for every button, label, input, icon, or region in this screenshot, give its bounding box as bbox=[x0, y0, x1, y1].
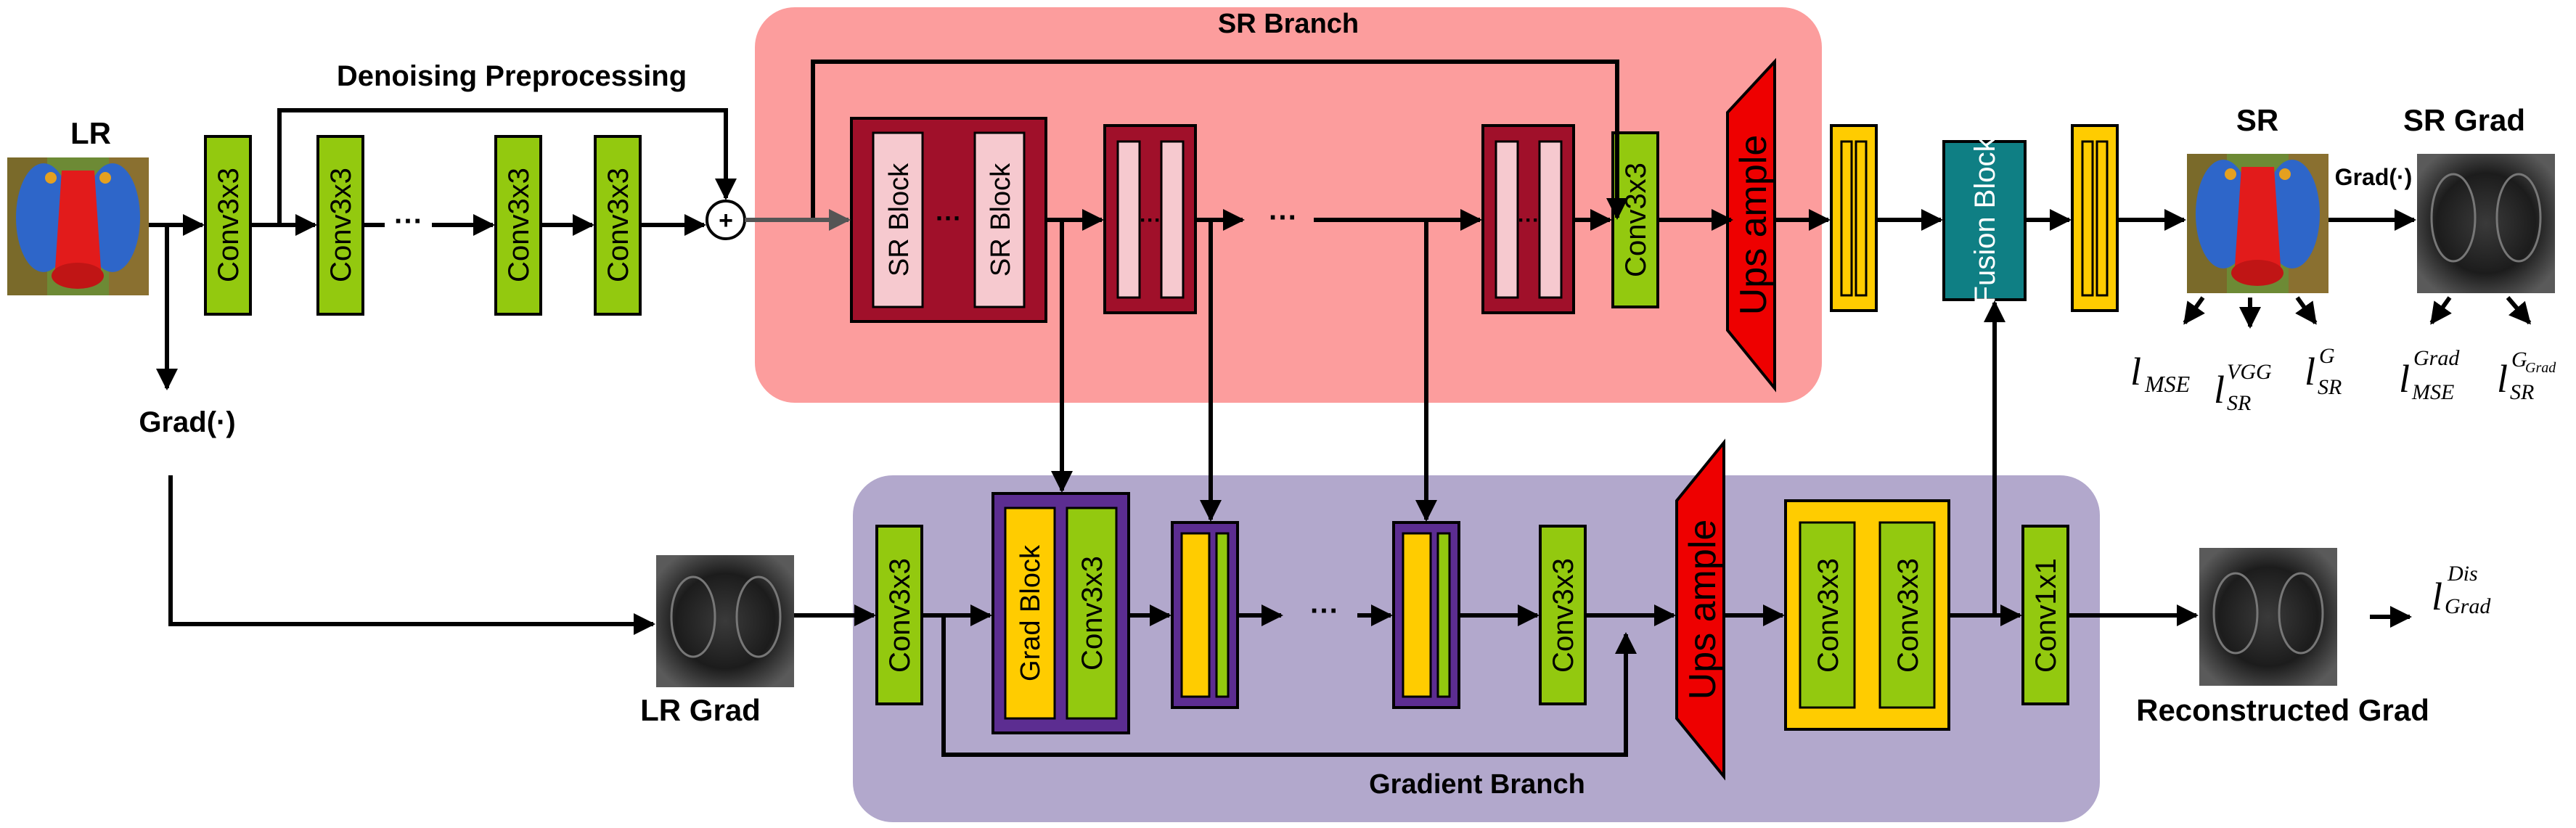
svg-text:Conv3x3: Conv3x3 bbox=[1620, 163, 1652, 277]
sr-yellow-block-2 bbox=[2071, 124, 2119, 312]
loss-grad-mse: l Grad MSE bbox=[2399, 346, 2460, 404]
svg-text:G: G bbox=[2511, 348, 2527, 372]
grad-conv-2: Conv3x3 bbox=[1539, 525, 1587, 705]
loss-g-sr: l G SR bbox=[2305, 344, 2342, 399]
svg-text:SR Block: SR Block bbox=[986, 163, 1016, 276]
sr-ellipsis: ··· bbox=[1269, 202, 1298, 234]
grad-op-right: Grad(·) bbox=[2335, 164, 2413, 190]
svg-text:SR Block: SR Block bbox=[884, 163, 915, 276]
loss-g-grad-sr: l G Grad SR bbox=[2497, 348, 2556, 404]
reconstructed-grad-label: Reconstructed Grad bbox=[2136, 693, 2429, 727]
svg-text:l: l bbox=[2305, 350, 2315, 393]
grad-block-3 bbox=[1392, 521, 1460, 709]
svg-text:SR: SR bbox=[2227, 391, 2251, 415]
sr-yellow-block-1 bbox=[1830, 124, 1878, 312]
gradient-branch-title: Gradient Branch bbox=[1369, 769, 1585, 800]
reconstructed-grad-image bbox=[2199, 548, 2337, 686]
grad-double-conv: Conv3x3 Conv3x3 bbox=[1784, 499, 1950, 731]
lr-image bbox=[7, 157, 149, 295]
svg-text:Conv3x3: Conv3x3 bbox=[325, 168, 357, 282]
sr-block-group: SR Block SR Block ··· bbox=[850, 117, 1047, 323]
loss-vgg: l VGG SR bbox=[2214, 360, 2272, 415]
sr-grad-label: SR Grad bbox=[2403, 103, 2525, 137]
grad-conv1x1: Conv1x1 bbox=[2021, 525, 2069, 705]
svg-text:MSE: MSE bbox=[2144, 371, 2191, 397]
svg-text:Dis: Dis bbox=[2447, 562, 2478, 586]
svg-text:Conv3x3: Conv3x3 bbox=[1892, 558, 1924, 673]
svg-text:···: ··· bbox=[936, 203, 962, 233]
sr-label: SR bbox=[2236, 103, 2278, 137]
grad-op-left: Grad(·) bbox=[139, 406, 235, 438]
sr-image bbox=[2187, 154, 2328, 293]
svg-text:G: G bbox=[2319, 344, 2335, 368]
svg-text:+: + bbox=[719, 207, 733, 234]
svg-text:···: ··· bbox=[1140, 208, 1161, 232]
svg-text:Grad Block: Grad Block bbox=[1015, 544, 1046, 681]
loss-dis-grad: l Dis Grad bbox=[2432, 562, 2491, 618]
connections bbox=[149, 60, 2532, 757]
loss-mse: l MSE bbox=[2130, 350, 2191, 397]
svg-text:l: l bbox=[2399, 357, 2410, 401]
grad-upsample: Ups ample bbox=[1675, 438, 1725, 781]
denoise-conv-1: Conv3x3 bbox=[204, 135, 252, 316]
svg-text:Ups ample: Ups ample bbox=[1733, 135, 1775, 316]
plus-circle-icon: + bbox=[706, 200, 746, 240]
svg-text:Conv3x3: Conv3x3 bbox=[1812, 558, 1844, 673]
svg-text:l: l bbox=[2130, 350, 2141, 393]
fusion-block: Fusion Block bbox=[1942, 137, 2027, 304]
grad-ellipsis: ··· bbox=[1310, 595, 1339, 627]
svg-text:Grad: Grad bbox=[2413, 346, 2460, 370]
svg-text:SR: SR bbox=[2318, 375, 2342, 399]
svg-text:Conv3x3: Conv3x3 bbox=[884, 558, 916, 673]
svg-text:Conv3x3: Conv3x3 bbox=[1547, 558, 1579, 673]
svg-text:Conv3x3: Conv3x3 bbox=[1076, 556, 1108, 671]
denoising-title: Denoising Preprocessing bbox=[337, 60, 687, 92]
svg-text:MSE: MSE bbox=[2411, 380, 2454, 404]
svg-text:Ups ample: Ups ample bbox=[1682, 520, 1724, 700]
svg-text:Conv3x3: Conv3x3 bbox=[213, 168, 245, 282]
sr-block-3: ··· bbox=[1481, 124, 1575, 314]
sr-conv: Conv3x3 bbox=[1611, 131, 1659, 308]
lr-grad-label: LR Grad bbox=[640, 693, 761, 727]
svg-text:Conv3x3: Conv3x3 bbox=[602, 168, 634, 282]
svg-text:Grad: Grad bbox=[2445, 594, 2491, 618]
svg-text:l: l bbox=[2497, 357, 2508, 401]
sr-branch-title: SR Branch bbox=[1218, 9, 1359, 39]
svg-text:Grad: Grad bbox=[2525, 360, 2556, 376]
lr-grad-image bbox=[656, 555, 794, 687]
svg-text:l: l bbox=[2432, 575, 2442, 618]
svg-text:Conv1x1: Conv1x1 bbox=[2030, 558, 2062, 673]
grad-block-group: Grad Block Conv3x3 bbox=[991, 492, 1130, 734]
denoise-conv-4: Conv3x3 bbox=[594, 135, 642, 316]
denoise-ellipsis: ··· bbox=[394, 205, 423, 237]
svg-text:···: ··· bbox=[1518, 208, 1540, 232]
sr-upsample: Ups ample bbox=[1726, 57, 1776, 393]
svg-text:VGG: VGG bbox=[2227, 360, 2272, 384]
sr-block-2: ··· bbox=[1103, 124, 1197, 314]
denoise-conv-2: Conv3x3 bbox=[316, 135, 364, 316]
grad-conv-1: Conv3x3 bbox=[875, 525, 923, 705]
sr-grad-image bbox=[2417, 154, 2555, 293]
svg-text:l: l bbox=[2214, 368, 2225, 411]
lr-label: LR bbox=[70, 116, 111, 150]
grad-block-2 bbox=[1171, 521, 1239, 709]
svg-text:Conv3x3: Conv3x3 bbox=[503, 168, 535, 282]
denoise-conv-3: Conv3x3 bbox=[494, 135, 542, 316]
svg-text:SR: SR bbox=[2510, 380, 2534, 404]
svg-text:Fusion Block: Fusion Block bbox=[1969, 137, 2001, 304]
